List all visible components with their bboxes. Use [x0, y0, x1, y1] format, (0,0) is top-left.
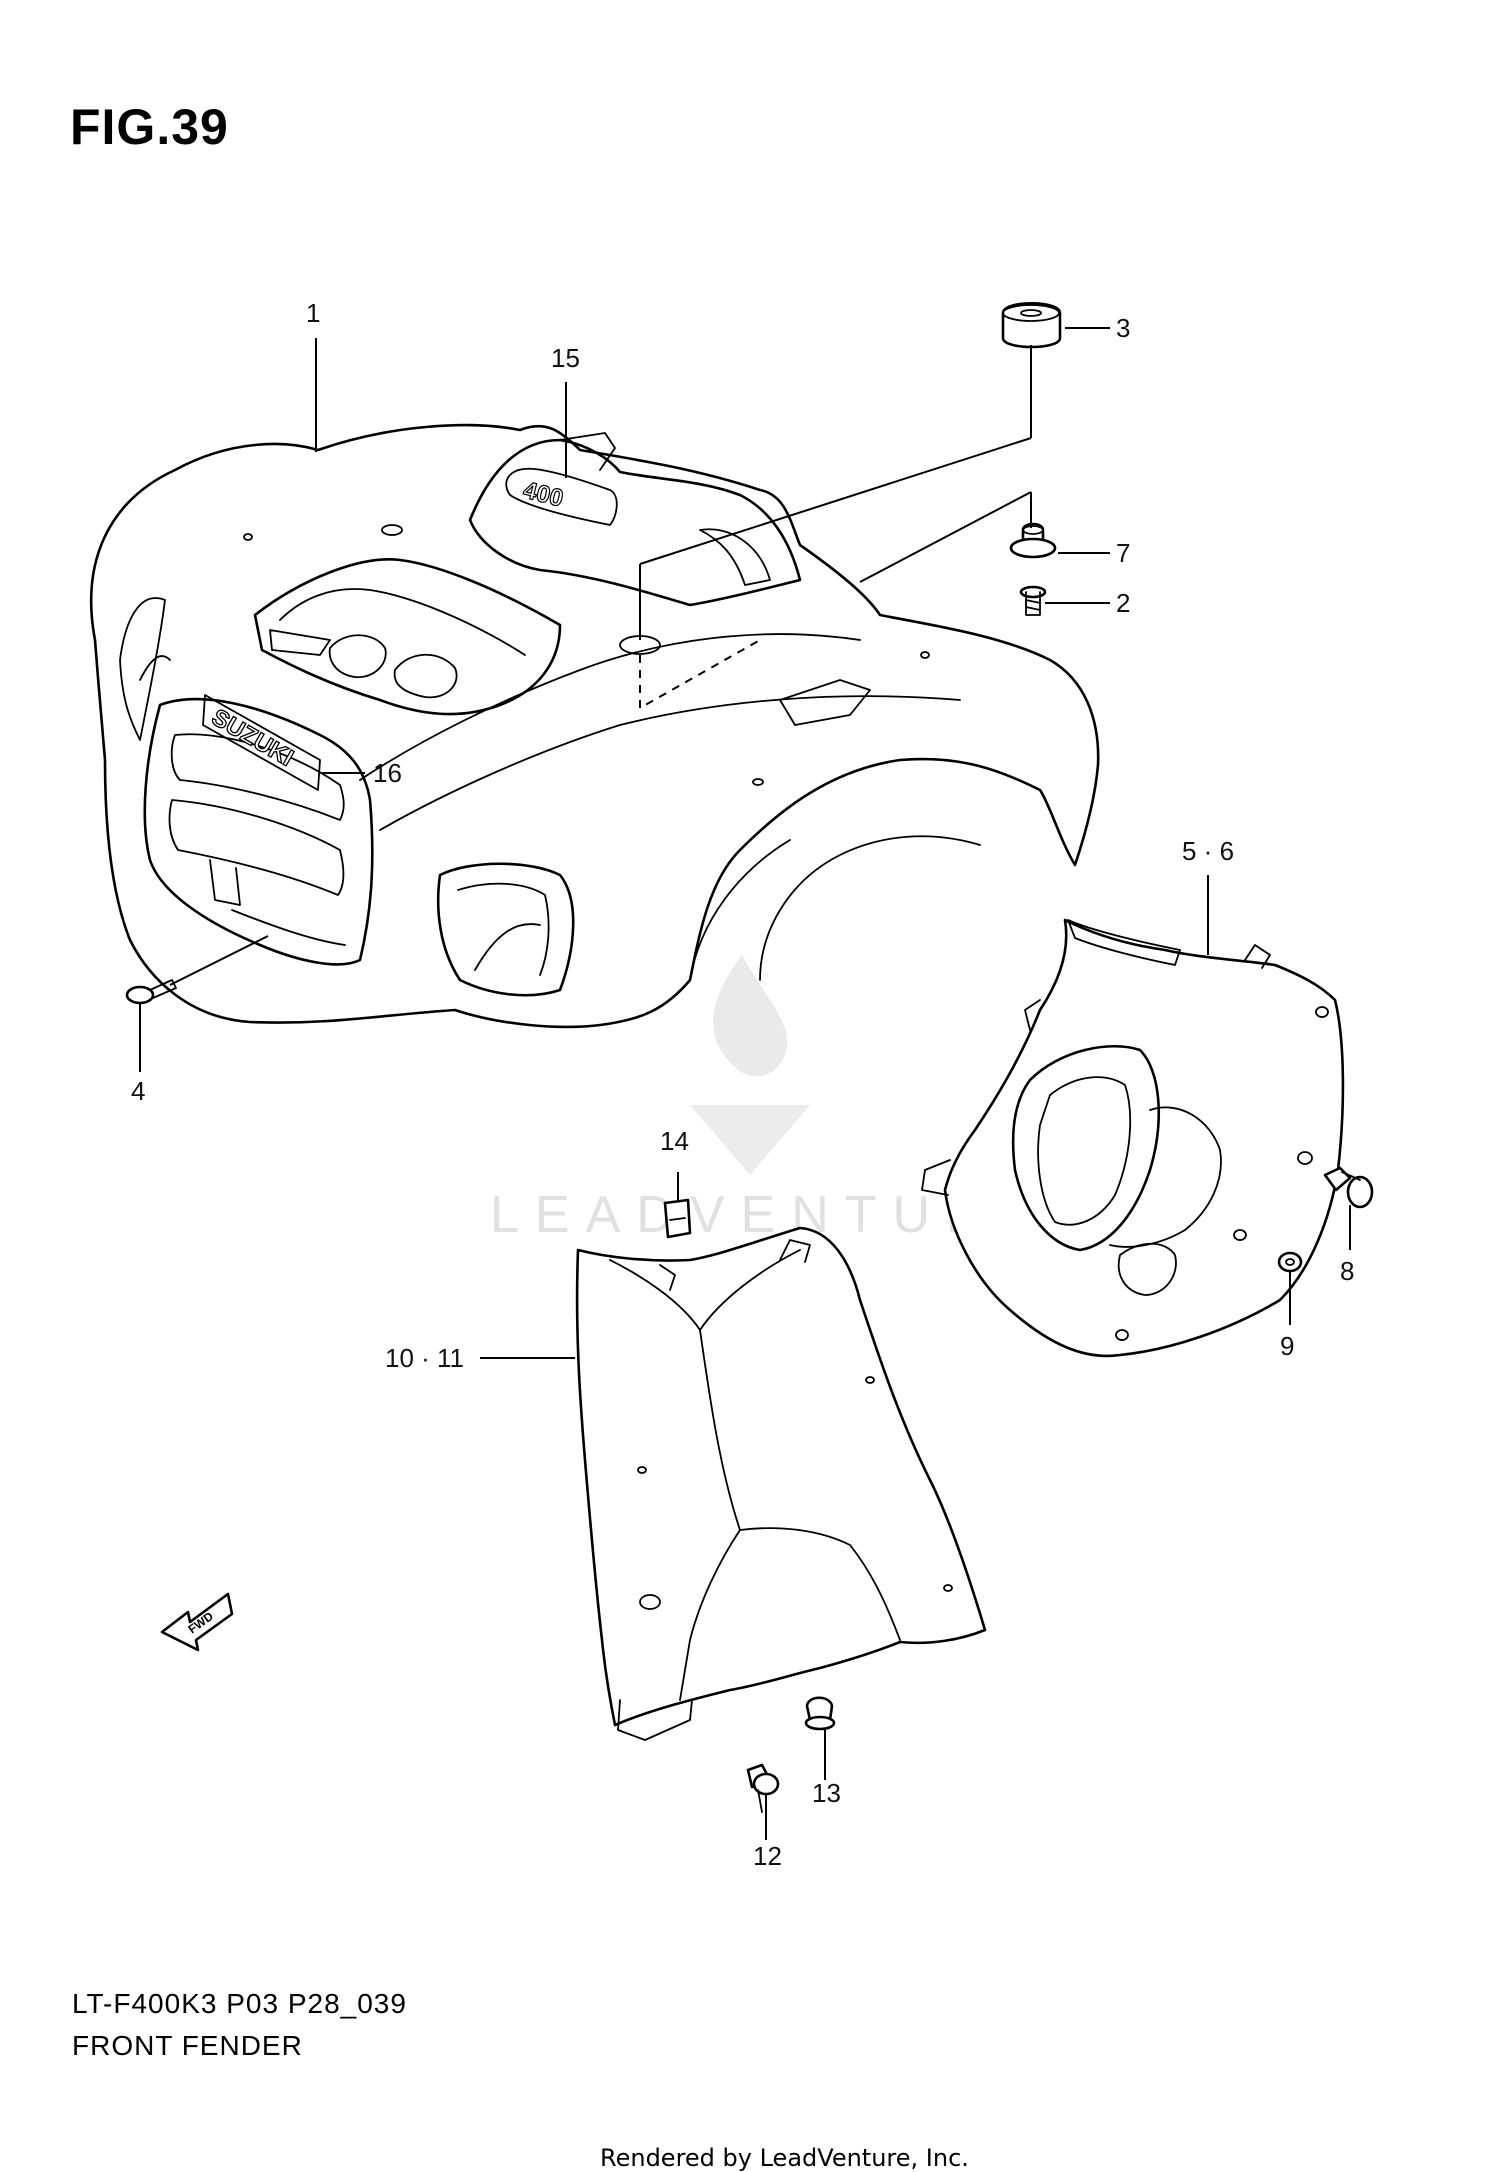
watermark-logo: LEADVENTURE: [490, 955, 1050, 1244]
callout-4: 4: [131, 1076, 145, 1106]
grommet-part-3: [1001, 301, 1062, 349]
model-code: LT-F400K3 P03 P28_039: [72, 1988, 407, 2019]
callout-12: 12: [753, 1841, 782, 1871]
figure-title: FIG.39: [70, 99, 229, 155]
leader-lines: [139, 327, 1351, 1840]
inner-fender-part-10-11: [575, 1226, 987, 1741]
watermark-text: LEADVENTURE: [490, 1186, 1050, 1244]
callout-3: 3: [1116, 313, 1130, 343]
callout-7: 7: [1116, 538, 1130, 568]
callout-5-6: 5 · 6: [1182, 836, 1234, 866]
rendered-by-credit: Rendered by LeadVenture, Inc.: [600, 2144, 969, 2172]
rivet-part-13: [804, 1696, 836, 1731]
callout-14: 14: [660, 1126, 689, 1156]
side-cover-part-5-6: [921, 918, 1345, 1358]
collar-part-7: [1009, 522, 1057, 559]
fwd-direction-arrow: FWD: [160, 1592, 234, 1652]
callout-13: 13: [812, 1778, 841, 1808]
callout-8: 8: [1340, 1256, 1354, 1286]
bolt-part-8: [1323, 1166, 1374, 1209]
callout-numbers: 1 15 3 7 2 16 4 5 · 6 8 9 14 10 · 11 13 …: [131, 298, 1354, 1871]
callout-1: 1: [306, 298, 320, 328]
section-name: FRONT FENDER: [72, 2030, 303, 2061]
callout-10-11: 10 · 11: [385, 1343, 464, 1373]
callout-16: 16: [373, 758, 402, 788]
callout-9: 9: [1280, 1331, 1294, 1361]
clip-part-14: [663, 1198, 692, 1239]
callout-15: 15: [551, 343, 580, 373]
rivet-part-12: [746, 1763, 780, 1813]
screw-part-2: [1019, 585, 1047, 616]
callout-2: 2: [1116, 588, 1130, 618]
front-fender-part-1: SUZUKI 400: [90, 423, 1100, 1029]
washer-part-9: [1277, 1251, 1303, 1273]
